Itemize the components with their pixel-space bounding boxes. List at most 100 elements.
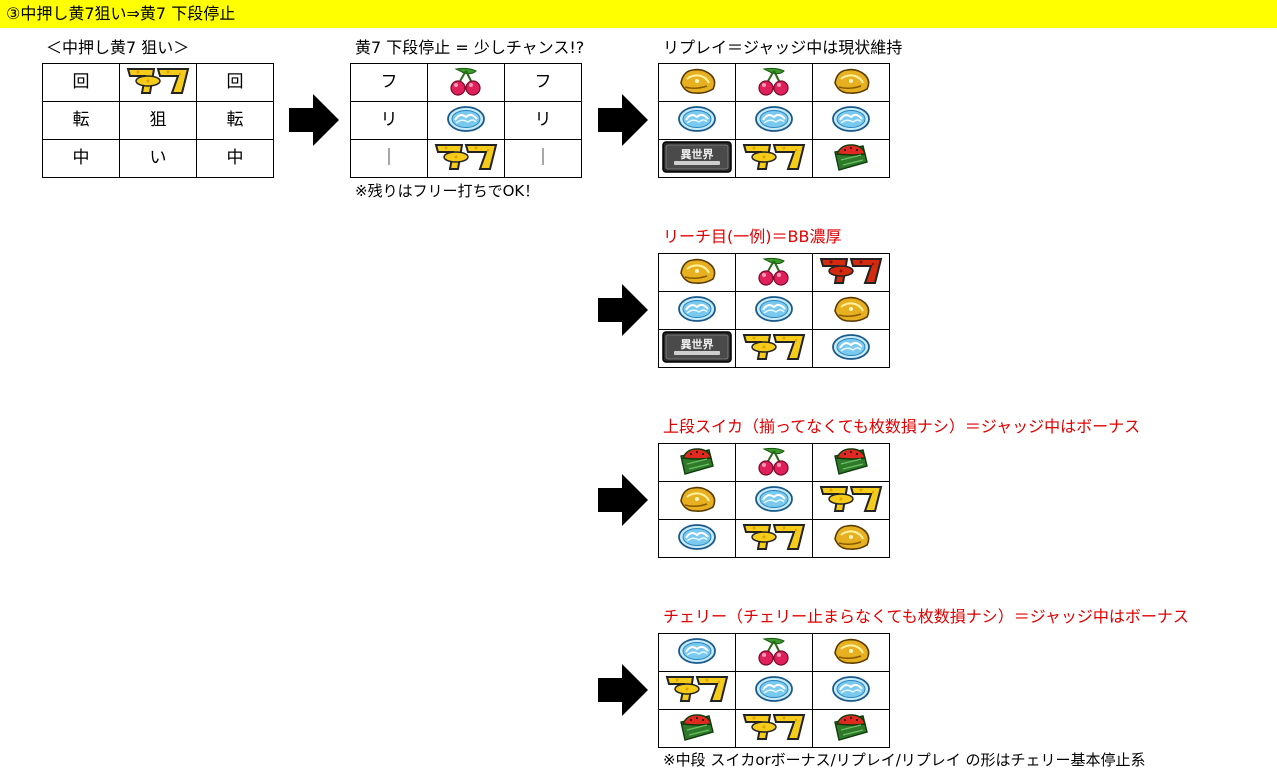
yellow-seven-icon <box>740 712 808 742</box>
reel-row <box>658 481 890 520</box>
stage-label-reach: リーチ目(一例)＝BB濃厚 <box>663 227 842 246</box>
reel-cell <box>658 633 736 672</box>
reel-cell <box>812 329 890 368</box>
reel-cell-text: 転 <box>226 110 244 130</box>
arrow-right-icon <box>598 284 648 336</box>
cherry-icon <box>754 635 794 667</box>
yellow-seven-icon <box>817 484 885 514</box>
reel-cell-text: 回 <box>226 72 244 92</box>
yellow-seven-icon <box>740 332 808 362</box>
reel-cell: リ <box>350 101 428 140</box>
reel-row: 異世界 <box>658 329 890 368</box>
replay-icon <box>446 104 486 134</box>
reel-row: 回回 <box>42 63 274 102</box>
reel-cell <box>119 63 197 102</box>
reel-row: リリ <box>350 101 582 140</box>
reel-cell <box>658 63 736 102</box>
bell-icon <box>829 65 873 97</box>
reel-cell <box>735 253 813 292</box>
stage-label-aim: ＜中押し黄7 狙い＞ <box>46 38 190 57</box>
reel-grid-reach: 異世界 <box>658 253 890 368</box>
stage-label-suika: 上段スイカ（揃ってなくても枚数損ナシ）＝ジャッジ中はボーナス <box>663 417 1141 436</box>
reel-cell <box>812 519 890 558</box>
reel-cell-text: フ <box>380 72 398 92</box>
reel-cell <box>735 481 813 520</box>
replay-icon <box>831 104 871 134</box>
yellow-seven-icon <box>124 66 192 96</box>
reel-cell: 回 <box>42 63 120 102</box>
bell-icon <box>675 255 719 287</box>
svg-text:異世界: 異世界 <box>681 337 714 351</box>
header-title: ③中押し黄7狙い⇒黄7 下段停止 <box>6 4 236 23</box>
svg-text:異世界: 異世界 <box>681 147 714 161</box>
reel-cell: 異世界 <box>658 139 736 178</box>
reel-cell-text: い <box>149 148 167 168</box>
replay-icon <box>754 104 794 134</box>
reel-cell <box>658 101 736 140</box>
reel-cell-text: 中 <box>226 148 244 168</box>
reel-cell <box>427 101 505 140</box>
reel-cell: ｜ <box>350 139 428 178</box>
replay-icon <box>831 674 871 704</box>
reel-row <box>658 253 890 292</box>
yellow-seven-icon <box>740 142 808 172</box>
reel-cell: 転 <box>42 101 120 140</box>
reel-cell <box>658 443 736 482</box>
replay-icon <box>754 294 794 324</box>
replay-icon <box>754 484 794 514</box>
reel-cell <box>735 329 813 368</box>
reel-cell <box>658 291 736 330</box>
watermelon-icon <box>831 712 871 742</box>
reel-cell <box>735 63 813 102</box>
reel-cell: 中 <box>196 139 274 178</box>
replay-icon <box>677 294 717 324</box>
stage-label-cherry: チェリー（チェリー止まらなくても枚数損ナシ）＝ジャッジ中はボーナス <box>663 607 1189 626</box>
reel-row <box>658 443 890 482</box>
reel-cell <box>812 63 890 102</box>
reel-row <box>658 633 890 672</box>
replay-icon <box>754 674 794 704</box>
reel-cell-text: ｜ <box>534 148 552 168</box>
replay-icon <box>677 104 717 134</box>
reel-cell <box>812 253 890 292</box>
stage-note-cherry: ※中段 スイカorボーナス/リプレイ/リプレイ の形はチェリー基本停止系 <box>663 751 1146 769</box>
reel-row: ｜｜ <box>350 139 582 178</box>
reel-cell <box>735 443 813 482</box>
reel-cell <box>735 633 813 672</box>
reel-cell <box>812 671 890 710</box>
reel-cell-text: 中 <box>72 148 90 168</box>
reel-cell: フ <box>350 63 428 102</box>
reel-cell <box>812 101 890 140</box>
arrow-right-icon <box>598 94 648 146</box>
reel-cell <box>658 481 736 520</box>
reel-cell: い <box>119 139 197 178</box>
reel-cell: リ <box>504 101 582 140</box>
reel-cell: 狙 <box>119 101 197 140</box>
reel-cell-text: ｜ <box>380 148 398 168</box>
cherry-icon <box>754 255 794 287</box>
reel-cell-text: リ <box>534 110 552 130</box>
reel-grid-suika <box>658 443 890 558</box>
arrow-right-icon <box>598 664 648 716</box>
cherry-icon <box>754 445 794 477</box>
reel-cell <box>735 671 813 710</box>
bell-icon <box>675 483 719 515</box>
cherry-icon <box>754 65 794 97</box>
cherry-icon <box>446 65 486 97</box>
replay-icon <box>831 332 871 362</box>
yellow-seven-icon <box>432 142 500 172</box>
arrow-right-icon <box>598 474 648 526</box>
reel-cell <box>812 633 890 672</box>
stage-label-replay: リプレイ＝ジャッジ中は現状維持 <box>663 38 903 57</box>
reel-cell <box>658 253 736 292</box>
bell-icon <box>829 293 873 325</box>
isekai-logo-icon: 異世界 <box>662 140 732 173</box>
reel-grid-aim: 回回転狙転中い中 <box>42 63 274 178</box>
reel-cell <box>658 519 736 558</box>
reel-row: 中い中 <box>42 139 274 178</box>
reel-cell: フ <box>504 63 582 102</box>
reel-row: 異世界 <box>658 139 890 178</box>
reel-cell-text: 狙 <box>149 110 167 130</box>
yellow-seven-icon <box>740 522 808 552</box>
reel-cell <box>427 139 505 178</box>
